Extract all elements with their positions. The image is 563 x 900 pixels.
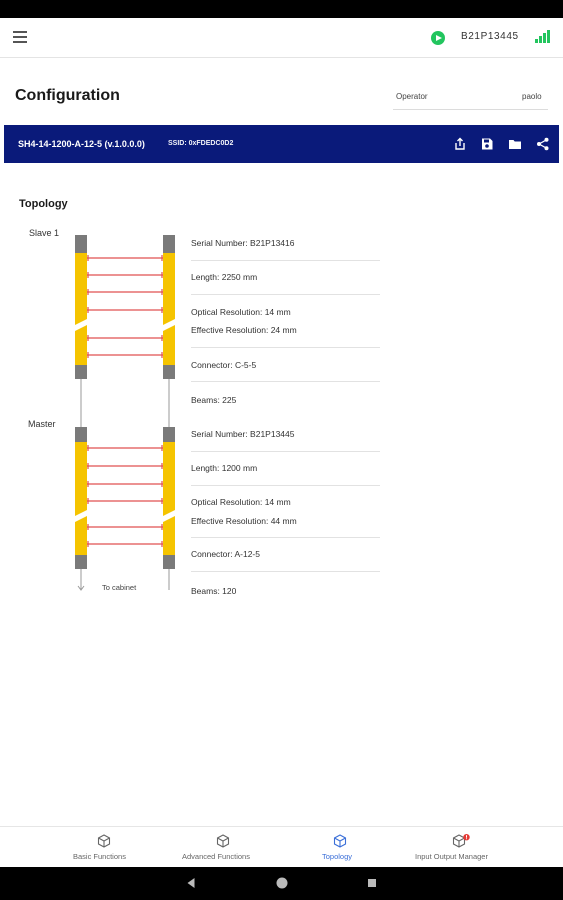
share-icon[interactable]	[536, 137, 550, 151]
operator-underline	[393, 109, 548, 110]
cube-icon	[216, 834, 230, 848]
tab-advanced-functions[interactable]: Advanced Functions	[176, 827, 271, 868]
home-icon[interactable]	[275, 876, 289, 890]
operator-label: Operator	[396, 92, 428, 101]
slave-beams: Beams: 225	[191, 395, 237, 405]
master-label: Master	[28, 419, 56, 429]
divider	[191, 571, 380, 572]
play-icon[interactable]	[431, 31, 445, 45]
slave-effective-resolution: Effective Resolution: 24 mm	[191, 325, 297, 335]
tab-label: Advanced Functions	[182, 852, 250, 861]
master-length: Length: 1200 mm	[191, 463, 258, 473]
divider	[191, 347, 380, 348]
tab-basic-functions[interactable]: Basic Functions	[60, 827, 150, 868]
divider	[191, 451, 380, 452]
bottom-navigation: Basic Functions Advanced Functions Topol…	[0, 826, 563, 867]
to-cabinet-label: To cabinet	[102, 583, 137, 592]
tab-label: Topology	[322, 852, 353, 861]
master-beams: Beams: 120	[191, 586, 237, 596]
cube-alert-icon	[452, 834, 470, 848]
master-serial-number: Serial Number: B21P13445	[191, 429, 295, 439]
tab-topology[interactable]: Topology	[310, 827, 370, 868]
tab-label: Input Output Manager	[415, 852, 488, 861]
tab-label: Basic Functions	[73, 852, 126, 861]
slave-length: Length: 2250 mm	[191, 272, 258, 282]
operator-field[interactable]: paolo	[522, 92, 542, 101]
connected-device-serial: B21P13445	[461, 31, 519, 42]
cube-icon	[333, 834, 347, 848]
slave-connector: Connector: C-5-5	[191, 360, 257, 370]
page-title: Configuration	[15, 87, 120, 104]
tab-input-output-manager[interactable]: Input Output Manager	[408, 827, 508, 868]
slave-label: Slave 1	[29, 228, 60, 238]
save-icon[interactable]	[480, 137, 494, 151]
slave-light-curtain[interactable]	[73, 235, 177, 379]
divider	[191, 485, 380, 486]
back-icon[interactable]	[186, 877, 196, 889]
slave-serial-number: Serial Number: B21P13416	[191, 238, 295, 248]
export-icon[interactable]	[453, 137, 467, 151]
signal-icon	[535, 30, 551, 43]
master-optical-resolution: Optical Resolution: 14 mm	[191, 497, 291, 507]
master-connector: Connector: A-12-5	[191, 549, 260, 559]
master-light-curtain[interactable]	[73, 427, 177, 569]
divider	[191, 537, 380, 538]
slave-optical-resolution: Optical Resolution: 14 mm	[191, 307, 291, 317]
topology-section-title: Topology	[19, 198, 68, 210]
divider	[191, 381, 380, 382]
system-navigation-bar	[0, 867, 563, 900]
folder-icon[interactable]	[508, 137, 522, 151]
device-ssid: SSID: 0xFDEDC0D2	[168, 140, 234, 147]
recents-icon[interactable]	[367, 877, 377, 889]
master-effective-resolution: Effective Resolution: 44 mm	[191, 516, 297, 526]
divider	[191, 260, 380, 261]
device-model-name: SH4-14-1200-A-12-5 (v.1.0.0.0)	[18, 139, 145, 149]
device-header-bar: SH4-14-1200-A-12-5 (v.1.0.0.0) SSID: 0xF…	[4, 125, 559, 163]
system-status-bar	[0, 0, 563, 18]
cube-icon	[97, 834, 111, 848]
divider	[191, 294, 380, 295]
menu-icon[interactable]	[13, 31, 27, 43]
app-top-bar: B21P13445	[0, 18, 563, 58]
